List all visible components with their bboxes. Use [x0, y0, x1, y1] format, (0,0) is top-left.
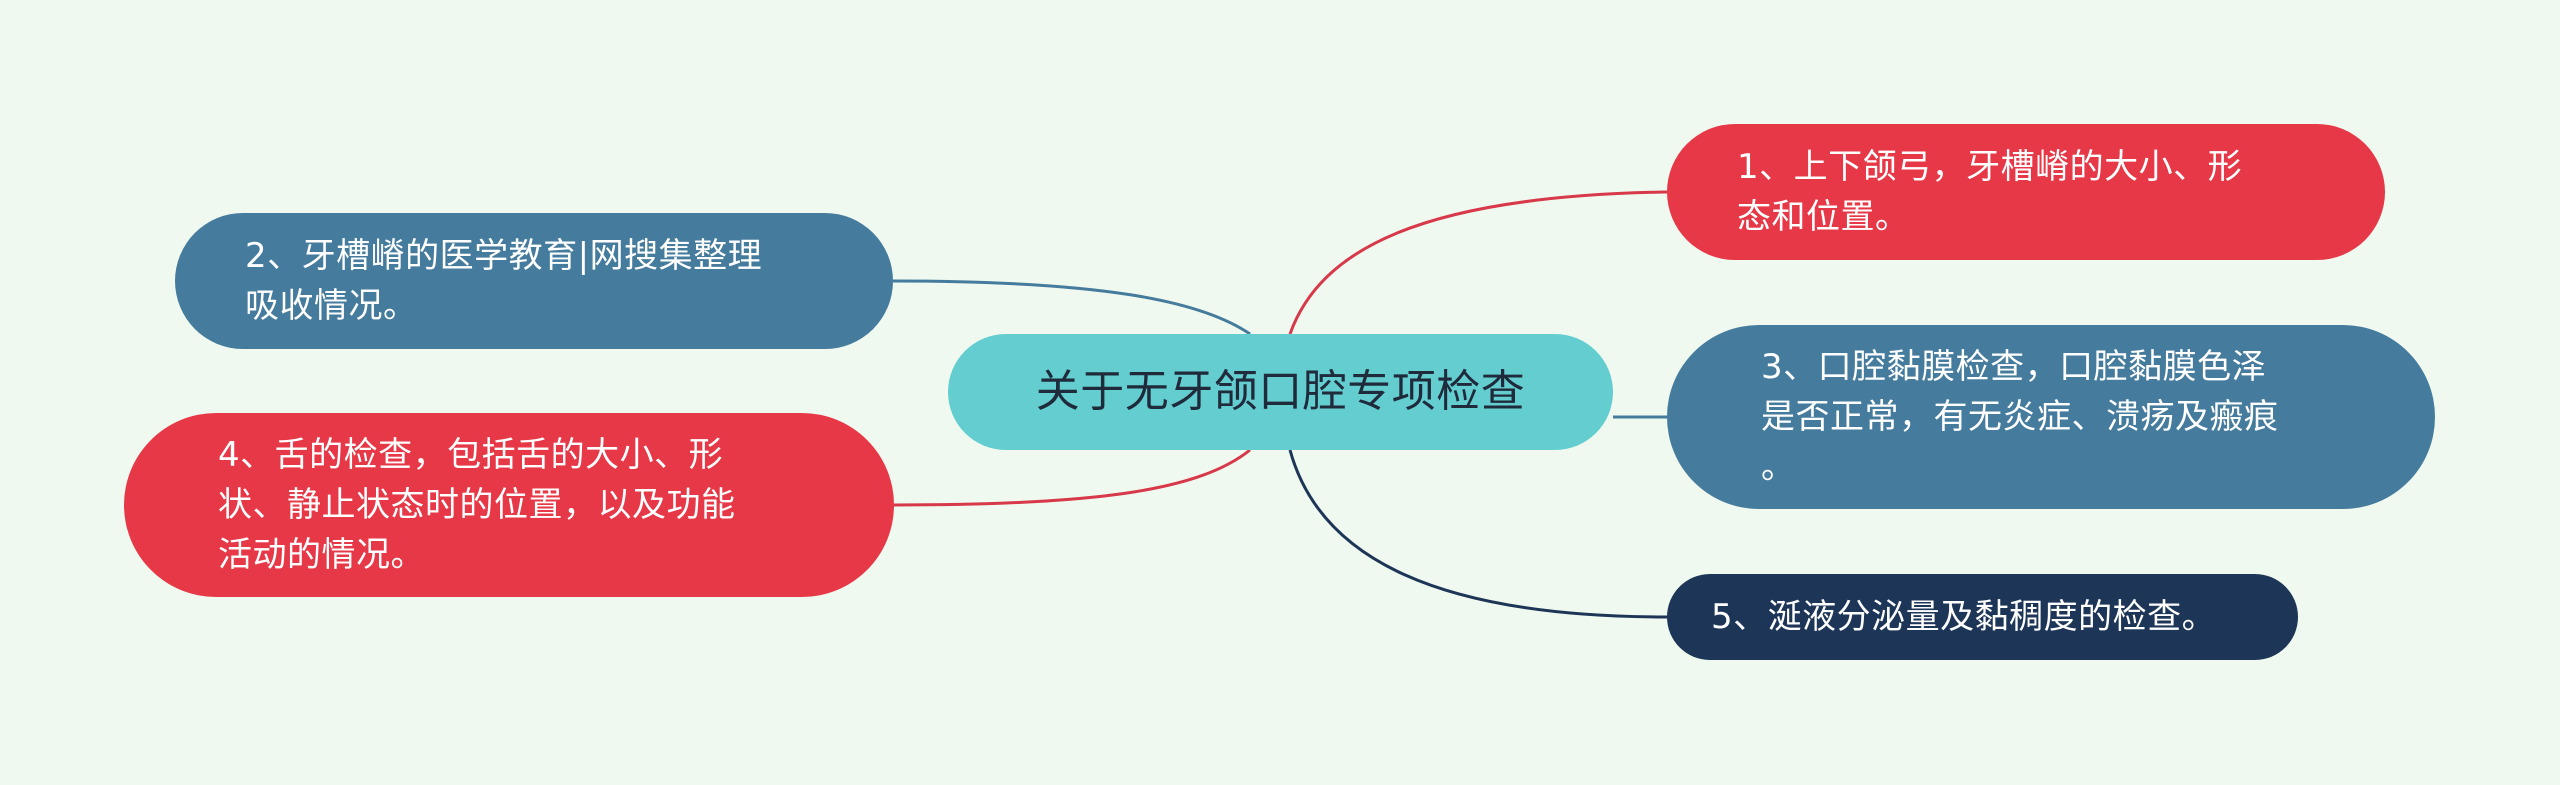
- branch-node-2[interactable]: 2、牙槽嵴的医学教育|网搜集整理 吸收情况。: [175, 213, 893, 349]
- central-topic-label: 关于无牙颌口腔专项检查: [1035, 366, 1526, 417]
- branch-node-4-label: 4、舌的检查，包括舌的大小、形 状、静止状态时的位置，以及功能 活动的情况。: [218, 435, 736, 575]
- connector-n2: [892, 279, 1251, 336]
- branch-node-1[interactable]: 1、上下颌弓，牙槽嵴的大小、形 态和位置。: [1667, 124, 2385, 260]
- branch-node-3-label: 3、口腔黏膜检查，口腔黏膜色泽 是否正常，有无炎症、溃疡及瘢痕 。: [1761, 347, 2279, 487]
- central-topic-node[interactable]: 关于无牙颌口腔专项检查: [948, 334, 1613, 450]
- branch-node-4[interactable]: 4、舌的检查，包括舌的大小、形 状、静止状态时的位置，以及功能 活动的情况。: [124, 413, 894, 597]
- connector-n4: [893, 448, 1251, 507]
- connector-n1: [1288, 190, 1668, 335]
- branch-node-3[interactable]: 3、口腔黏膜检查，口腔黏膜色泽 是否正常，有无炎症、溃疡及瘢痕 。: [1667, 325, 2435, 509]
- branch-node-1-label: 1、上下颌弓，牙槽嵴的大小、形 态和位置。: [1737, 147, 2243, 237]
- branch-node-2-label: 2、牙槽嵴的医学教育|网搜集整理 吸收情况。: [245, 236, 763, 326]
- branch-node-5-label: 5、涎液分泌量及黏稠度的检查。: [1711, 597, 2217, 637]
- branch-node-5[interactable]: 5、涎液分泌量及黏稠度的检查。: [1667, 574, 2298, 660]
- connector-n5: [1288, 449, 1668, 619]
